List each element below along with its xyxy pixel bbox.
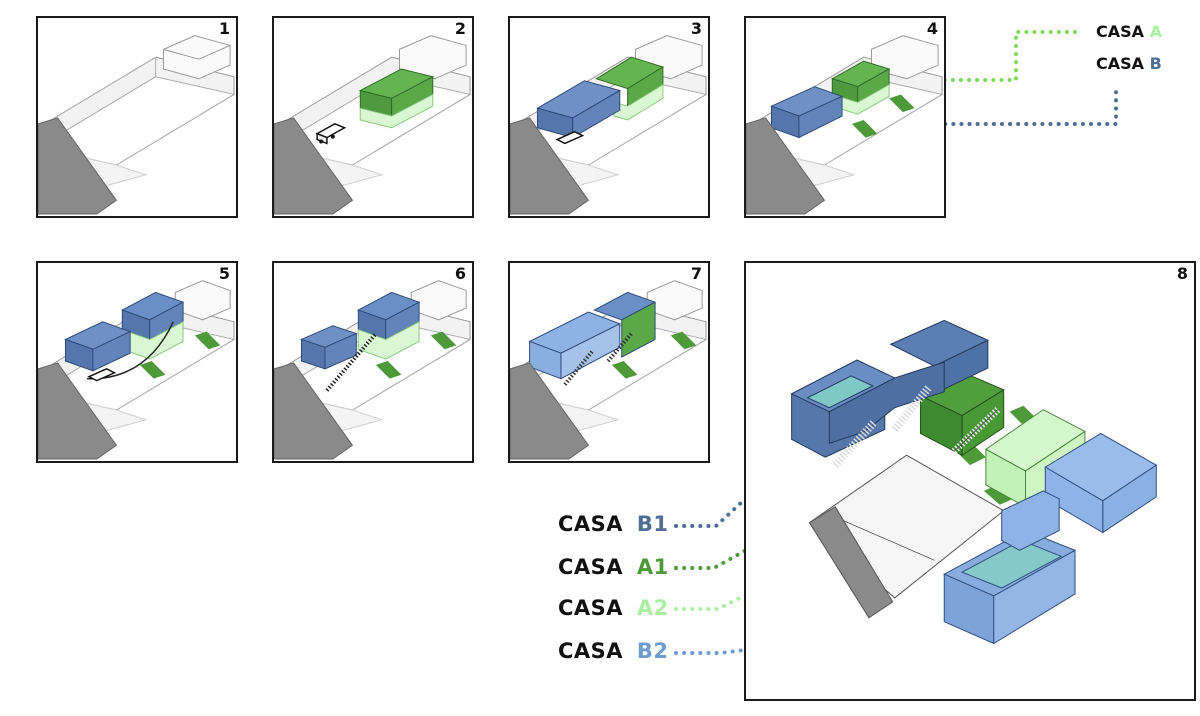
panel-6: 6	[272, 261, 474, 463]
panel-1-number: 1	[218, 19, 230, 38]
legend-casa-b2: CASA B2	[558, 639, 668, 663]
legend-casa-a2-tag: A2	[636, 596, 669, 620]
legend-casa-a1-tag: A1	[636, 555, 669, 579]
legend-casa-a1-word: CASA	[558, 555, 624, 579]
panel-7-number: 7	[690, 264, 702, 283]
legend-casa-b: CASA B	[1096, 54, 1162, 73]
panel-7-drawing	[510, 280, 708, 460]
panel-2-drawing	[274, 35, 472, 215]
panel-5: 5	[36, 261, 238, 463]
legend-casa-a2-word: CASA	[558, 596, 624, 620]
panel-5-number: 5	[218, 264, 230, 283]
legend-casa-a1: CASA A1	[558, 555, 669, 579]
panel-1-drawing	[38, 35, 236, 215]
panel-7: 7	[508, 261, 710, 463]
panel-3-number: 3	[690, 19, 702, 38]
panel-8: 8	[744, 261, 1196, 701]
legend-casa-b-word: CASA	[1096, 54, 1145, 73]
legend-casa-b-letter: B	[1149, 54, 1162, 73]
panel-3-drawing	[510, 35, 708, 215]
legend-casa-a: CASA A	[1096, 22, 1162, 41]
panel-4-number: 4	[926, 19, 938, 38]
legend-casa-b1-word: CASA	[558, 512, 624, 536]
legend-casa-b2-tag: B2	[636, 639, 669, 663]
legend-casa-b2-word: CASA	[558, 639, 624, 663]
panel-5-drawing	[38, 280, 236, 460]
panel-2-number: 2	[454, 19, 466, 38]
panel-4-drawing	[746, 35, 944, 215]
legend-casa-b1: CASA B1	[558, 512, 668, 536]
panel-2: 2	[272, 16, 474, 218]
panel-8-number: 8	[1176, 264, 1188, 283]
panel-4: 4	[744, 16, 946, 218]
legend-casa-a-letter: A	[1149, 22, 1162, 41]
panel-8-drawing	[790, 319, 1158, 645]
panel-1: 1	[36, 16, 238, 218]
legend-casa-a-word: CASA	[1096, 22, 1145, 41]
panel-6-drawing	[274, 280, 472, 460]
car-icon	[315, 123, 347, 145]
panel-3: 3	[508, 16, 710, 218]
legend-casa-b1-tag: B1	[636, 512, 669, 536]
legend-casa-a2: CASA A2	[558, 596, 669, 620]
panel-6-number: 6	[454, 264, 466, 283]
